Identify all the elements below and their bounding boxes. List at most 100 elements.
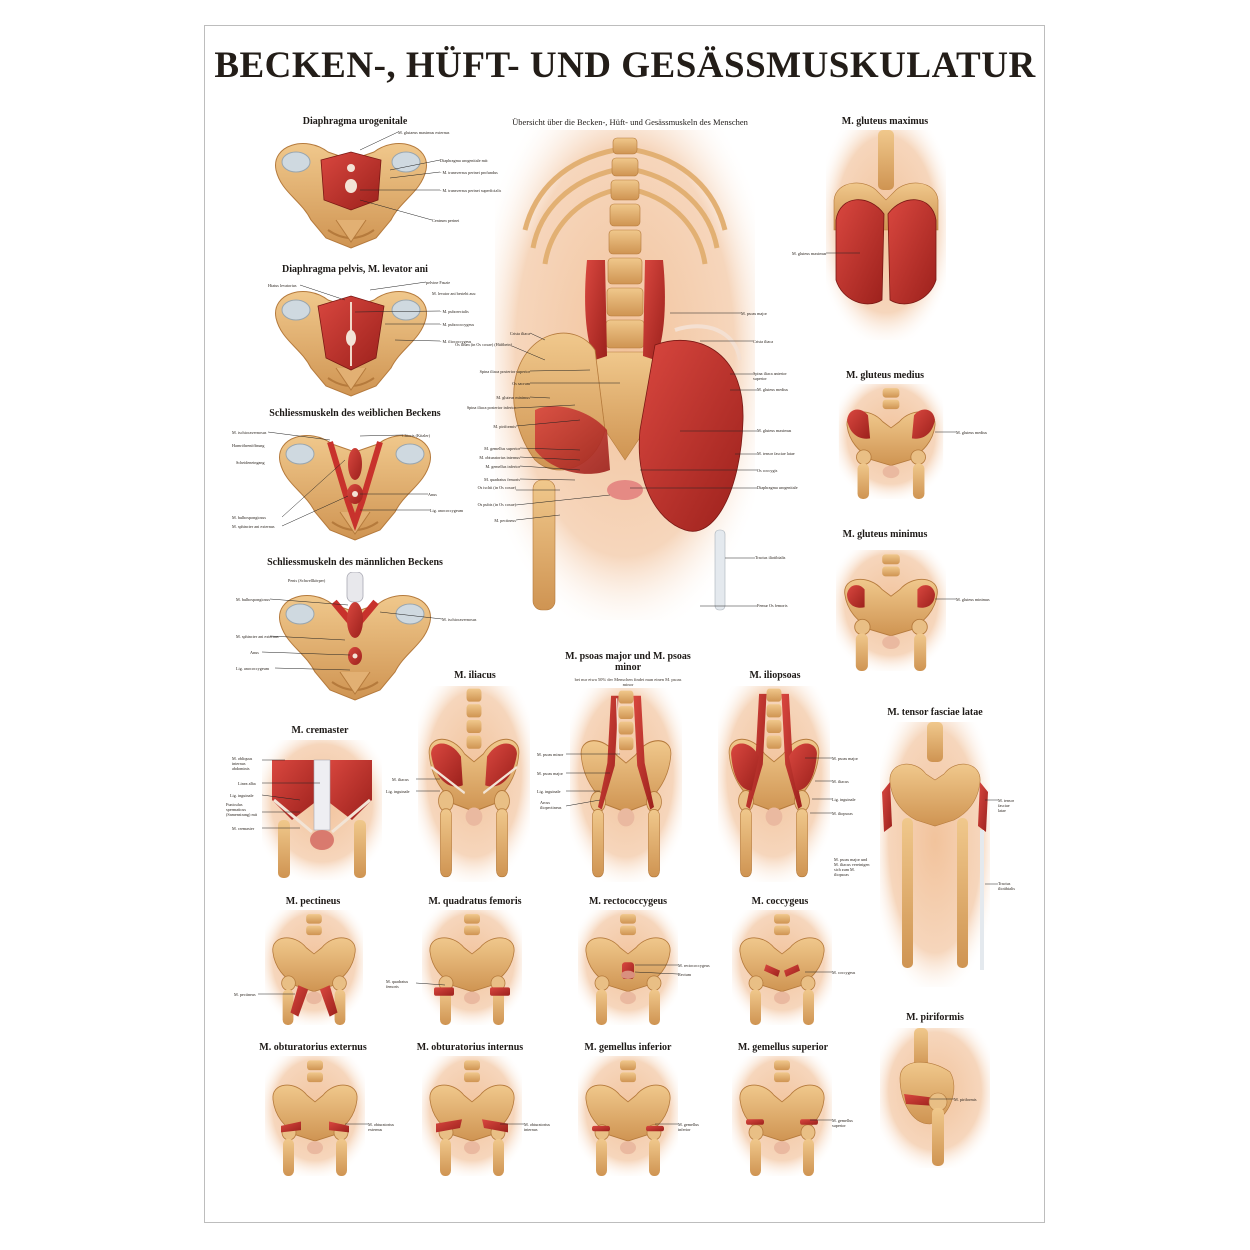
label-gem-superior: M. gemellus superior xyxy=(832,1118,853,1128)
panel-title-piriformis: M. piriformis xyxy=(906,1012,964,1023)
schliess-maennlich-figure xyxy=(270,572,440,702)
label-pubococcygeus: - M. pubococcygeus xyxy=(440,322,475,327)
label-ip-iliacus: M. iliacus xyxy=(832,779,849,784)
label-ip-lig-inguinale: Lig. inguinale xyxy=(832,797,856,802)
poster-title: BECKEN-, HÜFT- UND GESÄSSMUSKULATUR xyxy=(214,45,1036,86)
label-cr-lig-inguinale: Lig. inguinale xyxy=(230,793,254,798)
panel-title-cremaster: M. cremaster xyxy=(291,725,349,736)
label-lig-anococcygeum-m: Lig. anococcygeum xyxy=(236,666,270,671)
label-ov-gluteus-medius: M. gluteus medius xyxy=(757,387,789,392)
label-cr-obliquus: M. obliquus internus abdominis xyxy=(232,756,253,771)
label-ov-spina-post-sup: Spina iliaca posterior superior xyxy=(479,369,530,374)
panel-title-gluteus-minimus: M. gluteus minimus xyxy=(842,529,928,540)
panel-title-gluteus-maximus: M. gluteus maximus xyxy=(841,116,929,127)
panel-title-pectineus: M. pectineus xyxy=(285,896,341,907)
label-ov-os-coccygis: Os coccygis xyxy=(757,468,778,473)
panel-title-obt-internus: M. obturatorius internus xyxy=(416,1042,524,1053)
label-gem-inferior: M. gemellus inferior xyxy=(678,1122,699,1132)
label-ps-arcus: Arcus iliopectineus xyxy=(540,800,562,810)
panel-title-uebersicht: Übersicht über die Becken-, Hüft- und Ge… xyxy=(512,117,748,127)
label-ov-obt-internus: M. obturatorius internus xyxy=(479,455,520,460)
label-cr-cremaster: M. cremaster xyxy=(232,826,255,831)
cremaster-figure xyxy=(262,740,382,880)
panel-title-gem-inferior: M. gemellus inferior xyxy=(584,1042,672,1053)
label-transversus-superficialis: - M. transversus perinei superficialis xyxy=(440,188,502,193)
label-ov-gluteus-minimus: M. gluteus minimus xyxy=(496,395,530,400)
schliess-weiblich-figure xyxy=(270,422,440,542)
label-ov-spina-ant-sup: Spina iliaca anterior superior xyxy=(753,371,787,381)
label-ischiocavernosus-m: M. ischiocavernosus xyxy=(442,617,477,622)
label-lig-anococcygeum-f: Lig. anococcygeum xyxy=(430,508,464,513)
panel-subtitle-psoas: bei nur etwa 50% der Menschen findet man… xyxy=(574,677,682,687)
label-obt-internus: M. obturatorius internus xyxy=(524,1122,551,1132)
label-quadratus: M. quadratus femoris xyxy=(386,979,409,989)
gluteus-minimus-figure xyxy=(836,543,946,678)
obt-internus-figure xyxy=(422,1056,522,1176)
gluteus-medius-figure xyxy=(836,384,946,499)
label-ip-iliopsoas: M. iliopsoas xyxy=(832,811,853,816)
label-sphincter-ani-f: M. sphincter ani externus xyxy=(232,524,275,529)
label-anus-m: Anus xyxy=(250,650,259,655)
quadratus-figure xyxy=(422,910,522,1025)
diaphragma-pelvis-figure xyxy=(266,278,436,398)
label-tn-tractus: Tractus iliotibialis xyxy=(998,881,1015,891)
label-ov-pectineus: M. pectineus xyxy=(494,518,516,523)
diaphragma-urogenitale-figure xyxy=(266,130,436,250)
psoas-figure xyxy=(570,688,682,882)
panel-title-gluteus-medius: M. gluteus medius xyxy=(845,370,925,381)
label-iliococcygeus: - M. iliococcygeus xyxy=(440,339,472,344)
label-ov-tractus: Tractus iliotibialis xyxy=(755,555,786,560)
label-bulbospongiosus-f: M. bulbospongiosus xyxy=(232,515,266,520)
label-ov-os-pubis: Os pubis (in Os coxae) xyxy=(477,502,516,507)
label-scheideneingang: Scheideneingang xyxy=(236,460,265,465)
label-ps-minor: M. psoas minor xyxy=(537,752,564,757)
panel-title-schliess-weiblich: Schliessmuskeln des weiblichen Beckens xyxy=(269,408,441,419)
label-ov-piriformis: M. piriformis xyxy=(493,424,516,429)
label-ip-psoas-major: M. psoas major xyxy=(832,756,858,761)
label-ov-gemellus-sup: M. gemellus superior xyxy=(484,446,520,451)
panel-title-diaphragma-pelvis: Diaphragma pelvis, M. levator ani xyxy=(282,264,428,275)
label-ov-os-ischii: Os ischii (in Os coxae) xyxy=(477,485,516,490)
label-hiatus-levatorius: Hiatus levatorius xyxy=(268,283,297,288)
rectococcygeus-figure xyxy=(578,910,678,1025)
panel-title-schliess-maennlich: Schliessmuskeln des männlichen Beckens xyxy=(267,557,443,568)
label-gluteus-minimus: M. gluteus minimus xyxy=(956,597,990,602)
panel-title-iliacus: M. iliacus xyxy=(454,670,496,681)
label-rc-rectococcygeus: M. rectococcygeus xyxy=(678,963,710,968)
label-ps-major: M. psoas major xyxy=(537,771,563,776)
label-centrum-perinei: Centrum perinei xyxy=(432,218,460,223)
iliacus-figure xyxy=(418,686,530,882)
label-ov-diaphragma: Diaphragma urogenitale xyxy=(757,485,798,490)
label-sphincter-ani-m: M. sphincter ani externus xyxy=(236,634,279,639)
label-obt-externus: M. obturatorius externus xyxy=(368,1122,395,1132)
label-il-lig-inguinale: Lig. inguinale xyxy=(386,789,410,794)
panel-title-diaphragma-urogenitale: Diaphragma urogenitale xyxy=(302,116,408,127)
gem-inferior-figure xyxy=(578,1056,678,1176)
panel-title-quadratus: M. quadratus femoris xyxy=(428,896,522,907)
gem-superior-figure xyxy=(732,1056,832,1176)
label-ov-psoas-major: M. psoas major xyxy=(741,311,767,316)
panel-title-psoas: M. psoas major und M. psoas minor xyxy=(565,651,691,673)
iliopsoas-figure xyxy=(718,686,830,882)
tensor-figure xyxy=(880,722,990,987)
label-glutaeus-maximus-externus: M. glutaeus maximus externus xyxy=(398,130,450,135)
label-il-iliacus: M. iliacus xyxy=(392,777,409,782)
label-ov-crista-iliaca-l: Crista iliaca xyxy=(509,331,530,336)
piriformis-figure xyxy=(880,1028,990,1168)
label-pectineus: M. pectineus xyxy=(234,992,256,997)
label-gluteus-maximus: M. gluteus maximus xyxy=(792,251,827,256)
panel-title-iliopsoas: M. iliopsoas xyxy=(749,670,801,681)
label-ov-gemellus-inf: M. gemellus inferior xyxy=(485,464,520,469)
label-rc-rectum: Rectum xyxy=(678,972,692,977)
label-puborectalis: - M. puborectalis xyxy=(440,309,469,314)
panel-title-gem-superior: M. gemellus superior xyxy=(737,1042,829,1053)
label-ov-crista-iliaca-r: Crista iliaca xyxy=(753,339,774,344)
label-transversus-profundus: - M. transversus perinei profundus xyxy=(440,170,498,175)
label-pelvine-faszie: pelvine Faszie xyxy=(426,280,451,285)
panel-title-obt-externus: M. obturatorius externus xyxy=(259,1042,367,1053)
uebersicht-figure xyxy=(495,130,755,620)
label-anus-f: Anus xyxy=(428,492,437,497)
label-clitoris: Clitoris (Kitzler) xyxy=(402,433,431,438)
label-ov-gluteus-maximus: M. gluteus maximus xyxy=(757,428,792,433)
